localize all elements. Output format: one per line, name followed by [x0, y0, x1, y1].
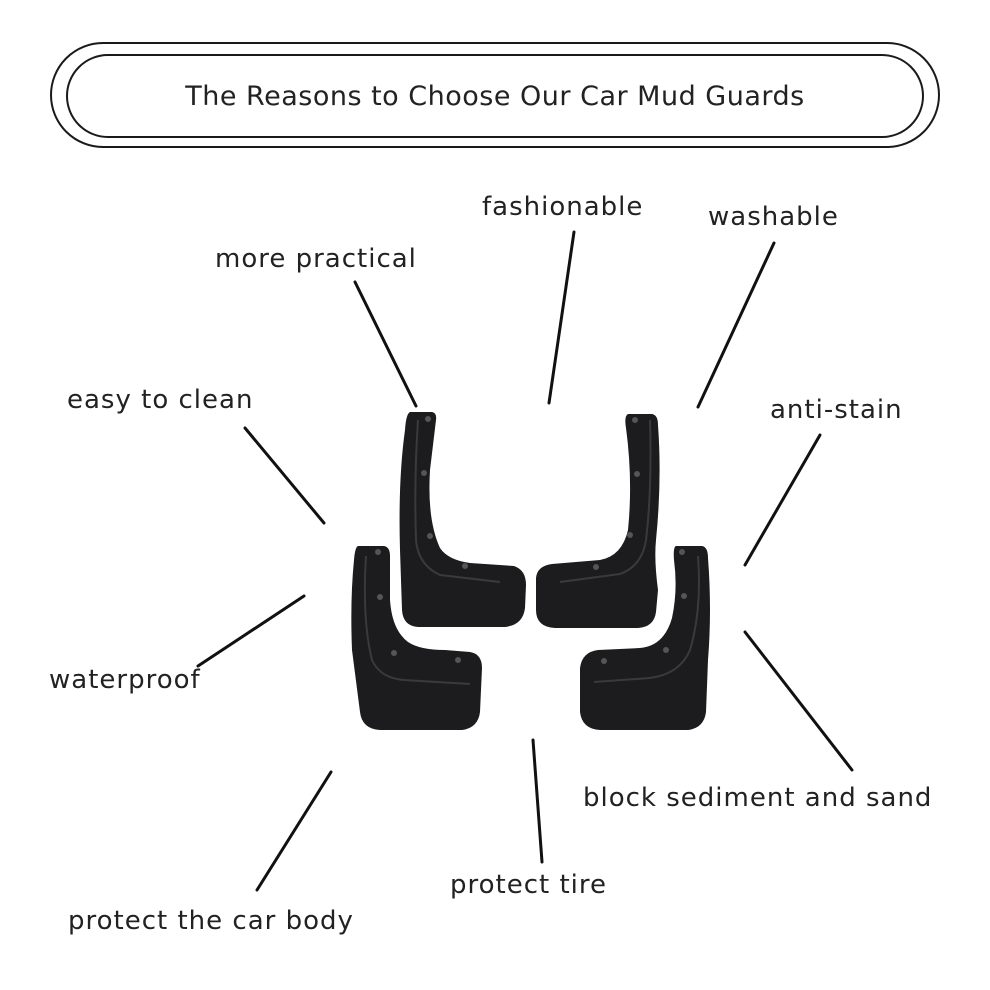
title-frame-inner: The Reasons to Choose Our Car Mud Guards [66, 54, 924, 138]
mudguard-front-right [580, 546, 710, 730]
label-anti-stain: anti-stain [770, 395, 903, 425]
label-protect-car-body: protect the car body [68, 906, 354, 936]
mudguard-rear-right [536, 414, 660, 628]
leader-line-fashionable [547, 230, 576, 405]
label-protect-tire: protect tire [450, 870, 608, 900]
leader-line-block-sediment [743, 630, 854, 772]
leader-line-waterproof [196, 594, 306, 668]
leader-line-easy-to-clean [243, 426, 326, 525]
label-waterproof: waterproof [49, 665, 201, 695]
leader-line-protect-tire [531, 738, 544, 864]
mudguard-rear-left [399, 412, 526, 627]
leader-line-anti-stain [743, 433, 822, 567]
leader-line-more-practical [353, 280, 418, 408]
page-title: The Reasons to Choose Our Car Mud Guards [185, 80, 805, 112]
label-washable: washable [708, 202, 839, 232]
mudguard-front-left [351, 546, 482, 730]
leader-line-washable [696, 241, 776, 409]
label-easy-to-clean: easy to clean [67, 385, 254, 415]
label-block-sediment: block sediment and sand [583, 783, 933, 813]
label-more-practical: more practical [215, 244, 417, 274]
title-frame-outer [50, 42, 940, 148]
leader-line-protect-car-body [255, 770, 333, 892]
label-fashionable: fashionable [482, 192, 644, 222]
